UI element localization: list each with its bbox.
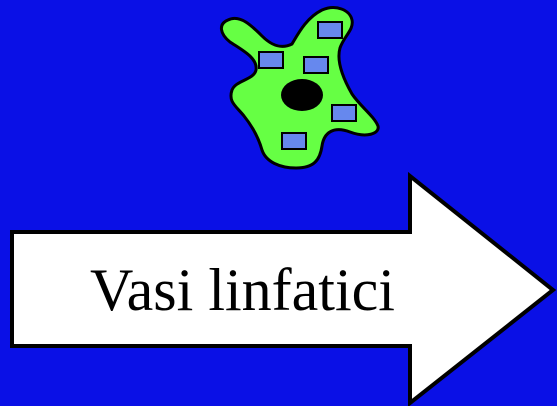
antigen-marker (259, 52, 283, 68)
dendritic-cell-icon (221, 8, 378, 168)
antigen-marker (318, 22, 342, 38)
right-arrow-icon: Vasi linfatici (12, 176, 553, 403)
cell-nucleus (281, 79, 323, 111)
antigen-marker (282, 133, 306, 149)
arrow-label: Vasi linfatici (90, 257, 395, 323)
antigen-marker (332, 105, 356, 121)
antigen-marker (304, 57, 328, 73)
